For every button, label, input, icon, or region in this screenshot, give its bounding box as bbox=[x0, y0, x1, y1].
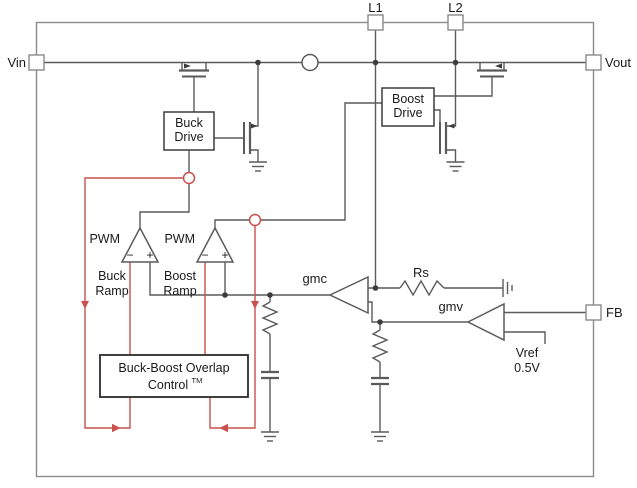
resistor-symbol bbox=[371, 329, 389, 363]
pin-vout: Vout bbox=[585, 54, 631, 71]
buck-lowside-mosfet bbox=[214, 62, 259, 162]
sync-output-mosfet bbox=[434, 62, 507, 97]
fet-arrow-icon bbox=[184, 63, 191, 69]
ramp-labels: Buck Ramp Boost Ramp bbox=[95, 269, 196, 298]
feedback-network bbox=[504, 311, 586, 344]
block-label: Drive bbox=[174, 130, 203, 144]
pin-pad bbox=[447, 14, 464, 31]
pin-label: L1 bbox=[368, 0, 382, 15]
rs-resistor-symbol bbox=[399, 279, 445, 297]
junction-dot bbox=[372, 285, 379, 291]
pin-vin: Vin bbox=[7, 54, 45, 71]
arrow-right-icon bbox=[112, 423, 121, 433]
pwm-comparator-boost: − + PWM bbox=[164, 226, 235, 263]
buck-ramp-label: Buck bbox=[98, 269, 127, 283]
buck-drive-block: Buck Drive bbox=[163, 111, 215, 151]
pin-l1: L1 bbox=[367, 0, 384, 31]
buck-ramp-label: Ramp bbox=[95, 284, 128, 298]
current-sense-circle bbox=[301, 53, 319, 72]
pin-l2: L2 bbox=[447, 0, 464, 31]
red-wire bbox=[209, 226, 256, 429]
minus-input-label: − bbox=[126, 248, 133, 262]
minus-input-label: − bbox=[201, 248, 208, 262]
boost-pwm-to-drive-wire bbox=[214, 102, 382, 228]
current-sense-network bbox=[368, 62, 513, 297]
plus-input-label: + bbox=[146, 248, 153, 262]
trademark-superscript: TM bbox=[192, 376, 203, 385]
block-label: Drive bbox=[393, 106, 422, 120]
overlap-feedback-loop-left bbox=[81, 177, 183, 433]
arrow-down-icon bbox=[81, 301, 89, 309]
junction-dot bbox=[372, 59, 379, 66]
boost-drive-block: Boost Drive bbox=[381, 87, 435, 127]
rs-label: Rs bbox=[413, 265, 429, 280]
tap-node-circle bbox=[182, 171, 196, 185]
fet-gate-lead bbox=[434, 76, 493, 97]
pin-fb: FB bbox=[585, 304, 623, 321]
pwm-label: PWM bbox=[164, 232, 195, 246]
ground-symbol bbox=[249, 161, 267, 172]
fet-gate-lead bbox=[434, 109, 441, 122]
block-label: Boost bbox=[392, 92, 424, 106]
ic-boundary bbox=[35, 21, 595, 478]
block-outline bbox=[163, 111, 215, 151]
overlap-feedback-loop-right bbox=[204, 226, 259, 433]
vref-wire bbox=[504, 331, 546, 344]
amplifier-triangle bbox=[328, 275, 369, 315]
boost-mosfet bbox=[434, 62, 457, 162]
pin-pad bbox=[585, 54, 602, 71]
block-outline bbox=[381, 87, 435, 127]
pin-label: L2 bbox=[448, 0, 462, 15]
block-outline bbox=[99, 354, 249, 398]
fet-arrow-icon bbox=[495, 63, 502, 69]
gmv-output-network bbox=[368, 301, 468, 442]
gmv-to-gmc-wire bbox=[368, 301, 468, 323]
gmc-amplifier: gmc bbox=[302, 271, 369, 315]
comparator-triangle bbox=[120, 226, 160, 263]
amplifier-triangle bbox=[466, 302, 505, 342]
plus-input-label: + bbox=[221, 248, 228, 262]
red-wire bbox=[84, 177, 183, 429]
pin-label: Vout bbox=[605, 55, 631, 70]
fet-arrow-icon bbox=[448, 123, 455, 129]
comparator-triangle bbox=[195, 226, 235, 263]
arrow-down-icon bbox=[251, 301, 259, 309]
block-label: Buck bbox=[175, 116, 204, 130]
fet-source-lead bbox=[446, 149, 457, 162]
ground-symbol bbox=[446, 161, 465, 172]
pin-pad bbox=[585, 304, 602, 321]
boost-ramp-label: Ramp bbox=[163, 284, 196, 298]
block-label: Buck-Boost Overlap bbox=[118, 361, 229, 375]
vref-value-label: 0.5V bbox=[514, 361, 540, 375]
overlap-control-block: Buck-Boost Overlap Control TM bbox=[99, 354, 249, 398]
gmv-amplifier: gmv bbox=[438, 299, 505, 342]
block-label: Control bbox=[148, 378, 188, 392]
pin-label: FB bbox=[606, 305, 623, 320]
junction-dot bbox=[267, 292, 273, 298]
junction-dot bbox=[222, 292, 228, 298]
fet-source-lead bbox=[250, 149, 259, 162]
tap-node-circle bbox=[248, 213, 262, 227]
junction-dot bbox=[377, 319, 383, 325]
amplifier-label: gmv bbox=[438, 299, 463, 314]
junction-dot bbox=[255, 59, 261, 66]
ground-symbol bbox=[261, 431, 279, 442]
pin-pad bbox=[28, 54, 45, 71]
pwm-comparator-buck: − + PWM bbox=[89, 226, 160, 263]
boost-ramp-label: Boost bbox=[164, 269, 196, 283]
vref-name-label: Vref bbox=[516, 346, 539, 360]
pin-pad bbox=[367, 14, 384, 31]
pwm-label: PWM bbox=[89, 232, 120, 246]
fet-arrow-icon bbox=[251, 123, 258, 129]
pin-label: Vin bbox=[7, 55, 26, 70]
arrow-left-icon bbox=[219, 423, 228, 433]
junction-dot bbox=[452, 59, 459, 66]
ground-symbol bbox=[371, 431, 389, 442]
vref-label: Vref 0.5V bbox=[514, 346, 540, 375]
amplifier-label: gmc bbox=[302, 271, 327, 286]
ground-symbol bbox=[502, 279, 513, 297]
buck-highside-mosfet bbox=[179, 62, 209, 112]
resistor-symbol bbox=[261, 301, 279, 335]
